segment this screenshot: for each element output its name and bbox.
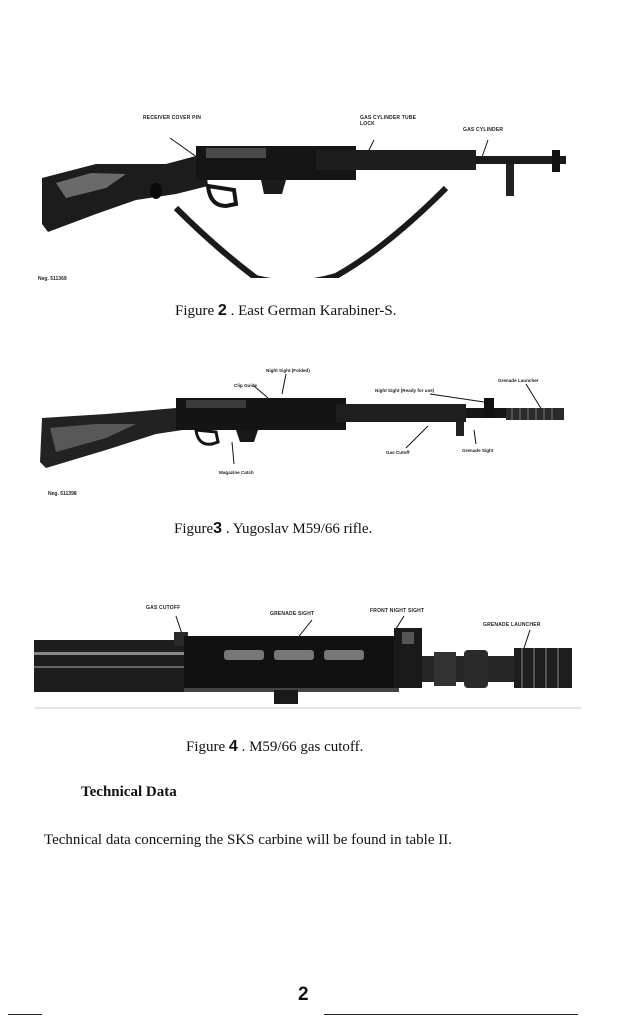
label-night-sight-folded: Night Sight (Folded) [266, 368, 310, 373]
label-grenade-sight: Grenade Sight [462, 448, 494, 453]
rifle-image-east-german [42, 137, 566, 278]
footer-rule-right [324, 1014, 578, 1015]
neg-number: Neg. 511369 [38, 276, 67, 282]
label-front-night-sight: FRONT NIGHT SIGHT [370, 608, 425, 614]
label-grenade-launcher: Grenade Launcher [498, 378, 539, 383]
body-paragraph: Technical data concerning the SKS carbin… [44, 832, 452, 848]
section-heading: Technical Data [81, 784, 177, 800]
page-number: 2 [298, 984, 309, 1005]
label-grenade-launcher: GRENADE LAUNCHER [483, 622, 541, 628]
label-clip-guide: Clip Guide [234, 383, 257, 388]
label-receiver-cover-pin: RECEIVER COVER PIN [143, 115, 202, 121]
neg-number: Neg. 511398 [48, 491, 77, 497]
rifle-image-yugoslav [40, 373, 564, 468]
label-grenade-sight: GRENADE SIGHT [270, 611, 315, 617]
figure-4-caption: Figure 4 . M59/66 gas cutoff. [186, 738, 364, 755]
label-gas-cutoff: GAS CUTOFF [146, 605, 181, 611]
label-magazine-catch: Magazine Catch [219, 470, 254, 475]
gas-cutoff-closeup-image [34, 615, 582, 709]
label-gas-cylinder: GAS CYLINDER [463, 127, 504, 133]
figure-3-caption: Figure3 . Yugoslav M59/66 rifle. [174, 520, 373, 537]
figure-2-caption: Figure 2 . East German Karabiner-S. [175, 302, 397, 319]
footer-rule-left [8, 1014, 42, 1015]
label-night-sight-ready: Night Sight (Ready for use) [375, 388, 435, 393]
label-gas-cylinder-tube-lock: GAS CYLINDER TUBE LOCK [360, 115, 417, 127]
label-gas-cutoff: Gas Cutoff [386, 450, 410, 455]
